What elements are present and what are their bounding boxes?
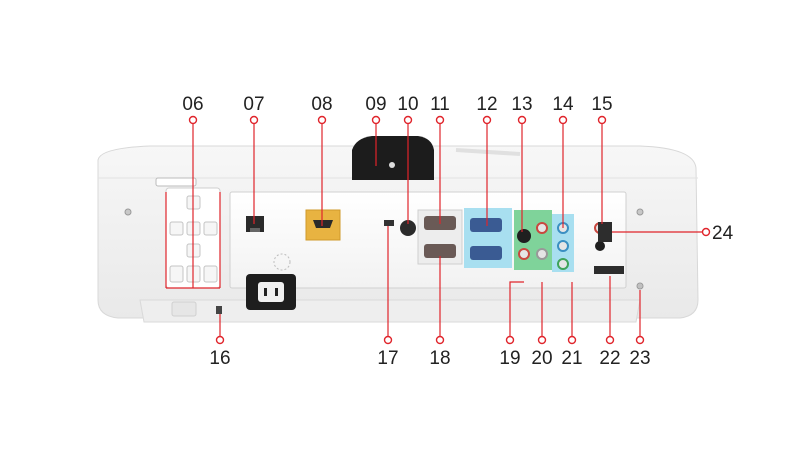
callout-leaders	[165, 120, 706, 340]
lan-port	[246, 216, 264, 232]
video-group	[514, 210, 552, 270]
security-slot	[216, 306, 222, 314]
callout-23: 23	[629, 348, 650, 369]
callout-21: 21	[561, 348, 582, 369]
ac-inlet	[246, 274, 296, 310]
usb-port	[598, 222, 612, 242]
callout-18: 18	[429, 348, 450, 369]
callout-10: 10	[397, 94, 418, 115]
callout-09: 09	[365, 94, 386, 115]
callout-16: 16	[209, 348, 230, 369]
card-slot	[594, 266, 624, 274]
callout-22: 22	[599, 348, 620, 369]
left-arrow-icon	[169, 221, 184, 236]
callout-08: 08	[311, 94, 332, 115]
vga-group	[464, 208, 512, 268]
callout-19: 19	[499, 348, 520, 369]
blank-icon	[203, 265, 218, 283]
callout-15: 15	[591, 94, 612, 115]
callout-14: 14	[552, 94, 574, 115]
callout-11: 11	[430, 94, 450, 115]
callout-17: 17	[377, 348, 398, 369]
right-arrow-icon	[203, 221, 218, 236]
callout-labels: 06 07 08 09 10 11 12 13 14 15 16 17 18 1…	[182, 94, 733, 369]
callout-13: 13	[511, 94, 532, 115]
callout-24: 24	[712, 223, 734, 244]
callout-12: 12	[476, 94, 497, 115]
audio-out-port	[595, 241, 605, 251]
menu-exit-icon	[169, 265, 184, 283]
hdmi-port	[273, 209, 341, 271]
control-port	[400, 220, 416, 236]
callout-20: 20	[531, 348, 552, 369]
callout-dots	[188, 115, 711, 345]
callout-07: 07	[243, 94, 264, 115]
mini-usb-port	[384, 220, 394, 226]
callout-06: 06	[182, 94, 203, 115]
